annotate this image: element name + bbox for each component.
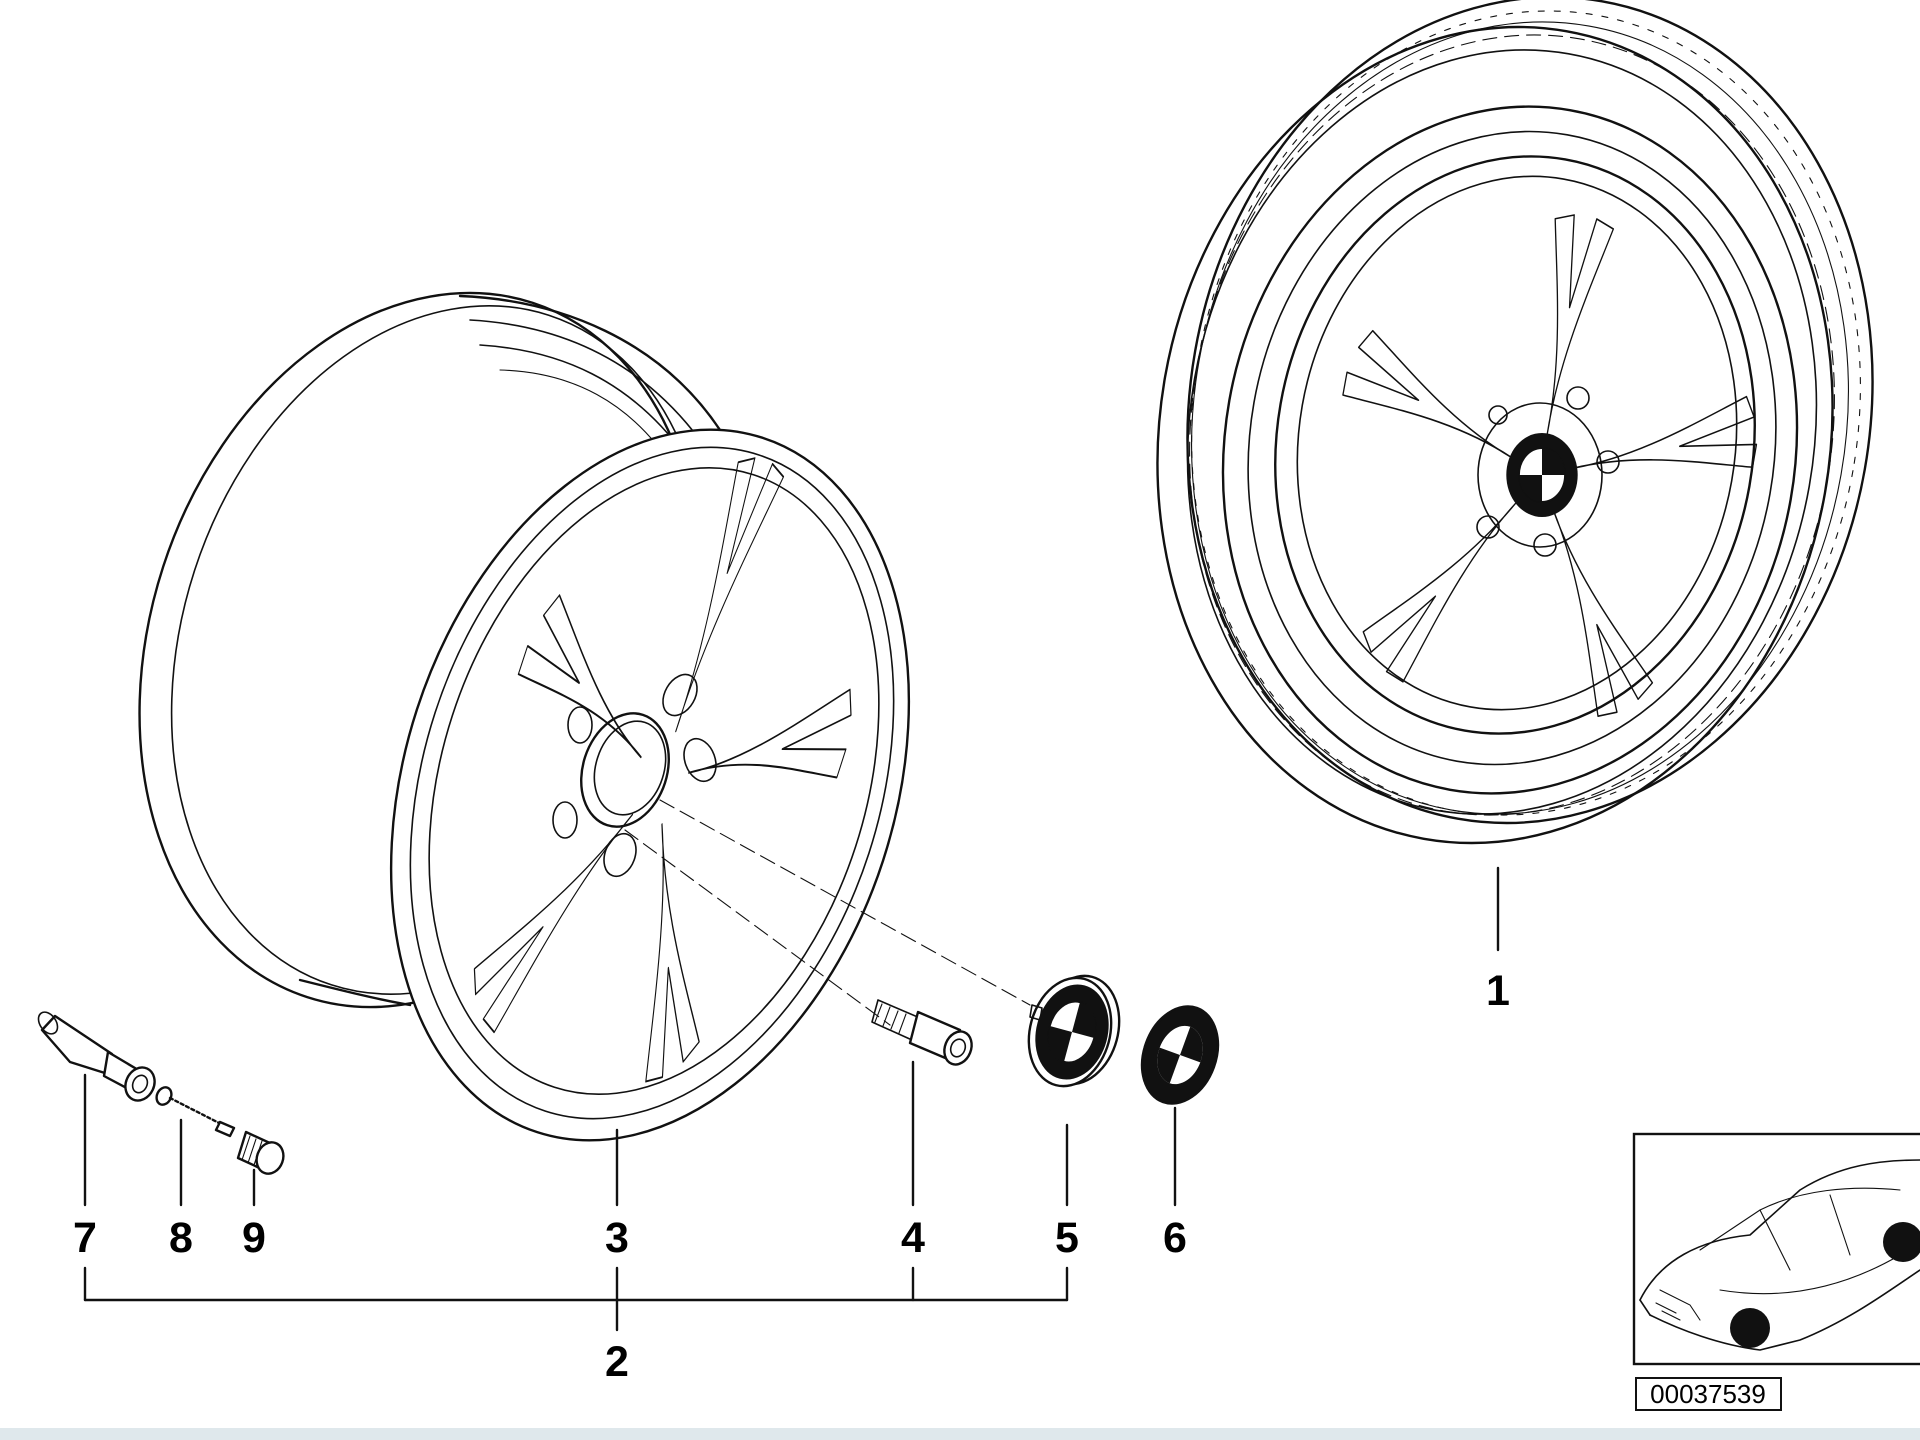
alloy-rim-icon bbox=[138, 291, 1031, 1142]
part-number-label: 00037539 bbox=[1650, 1379, 1766, 1409]
callout-7: 7 bbox=[73, 1214, 97, 1262]
callout-3: 3 bbox=[605, 1214, 629, 1262]
valve-stem-icon bbox=[37, 1011, 156, 1102]
callout-9: 9 bbox=[242, 1214, 266, 1262]
wheel-bolt-icon bbox=[871, 999, 973, 1066]
callout-6: 6 bbox=[1163, 1214, 1187, 1262]
callout-8: 8 bbox=[169, 1214, 193, 1262]
emblem-icon bbox=[1140, 1005, 1220, 1105]
hub-cap-icon bbox=[1023, 974, 1121, 1090]
callout-4: 4 bbox=[901, 1214, 925, 1262]
complete-wheel-icon bbox=[1156, 0, 1874, 845]
car-location-icon: 00037539 bbox=[1632, 1132, 1920, 1411]
valve-core-icon bbox=[155, 1086, 236, 1138]
leader-lines bbox=[83, 866, 1500, 1332]
callout-1: 1 bbox=[1486, 967, 1510, 1015]
bottom-strip bbox=[0, 1428, 1920, 1440]
callout-5: 5 bbox=[1055, 1214, 1079, 1262]
callout-2: 2 bbox=[605, 1338, 629, 1386]
valve-cap-icon bbox=[236, 1130, 285, 1175]
